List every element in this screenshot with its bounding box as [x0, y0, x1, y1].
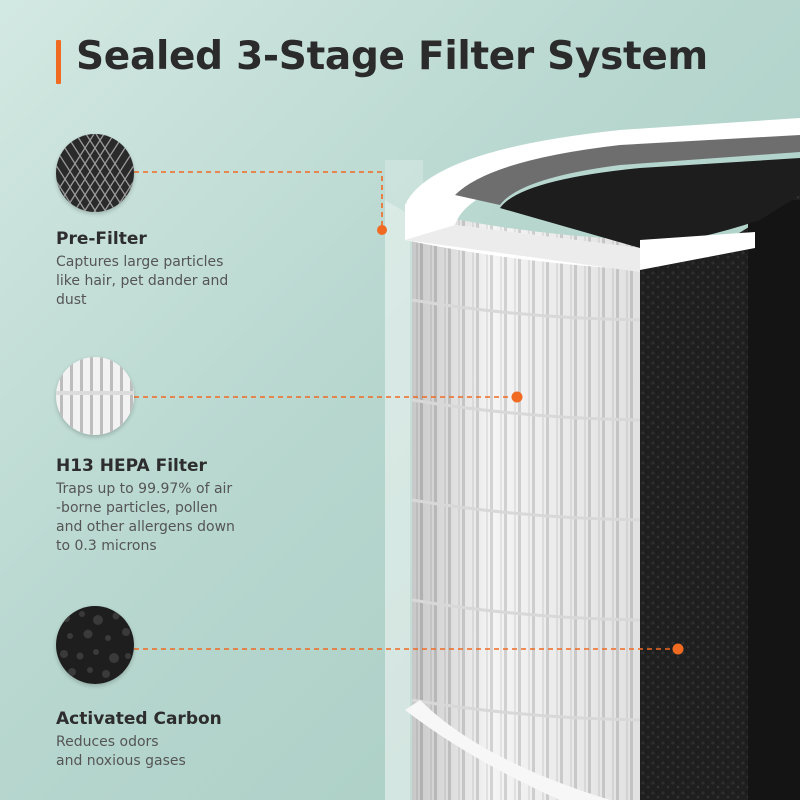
- carbon-swatch-icon: [56, 606, 134, 684]
- bottom-ring: [405, 700, 610, 800]
- stage-name-carbon: Activated Carbon: [56, 709, 222, 729]
- mesh-swatch-icon: [56, 134, 134, 212]
- stage-name-hepa: H13 HEPA Filter: [56, 456, 207, 476]
- stage-desc-carbon: Reduces odors and noxious gases: [56, 734, 186, 769]
- page-title: Sealed 3-Stage Filter System: [76, 34, 708, 79]
- leader-dot-carbon: [672, 643, 684, 655]
- ring-edge: [640, 232, 755, 270]
- leader-dot-prefilter: [377, 225, 387, 235]
- top-ring-gasket: [455, 135, 800, 205]
- hepa-bands: [411, 298, 641, 722]
- stage-desc-prefilter: Captures large particles like hair, pet …: [56, 254, 229, 308]
- top-ring-inner: [500, 158, 800, 248]
- inner-carbon: [748, 200, 800, 800]
- stage-name-prefilter: Pre-Filter: [56, 229, 147, 249]
- leader-line-prefilter: [134, 171, 383, 226]
- pleated-swatch-icon: [56, 357, 134, 435]
- stage-desc-hepa: Traps up to 99.97% of air -borne particl…: [56, 481, 235, 554]
- hepa-shading: [412, 210, 640, 800]
- title-accent-bar: [56, 40, 61, 84]
- prefilter-mesh: [385, 200, 410, 800]
- leader-dot-hepa: [511, 391, 523, 403]
- top-ring-lip: [405, 225, 640, 272]
